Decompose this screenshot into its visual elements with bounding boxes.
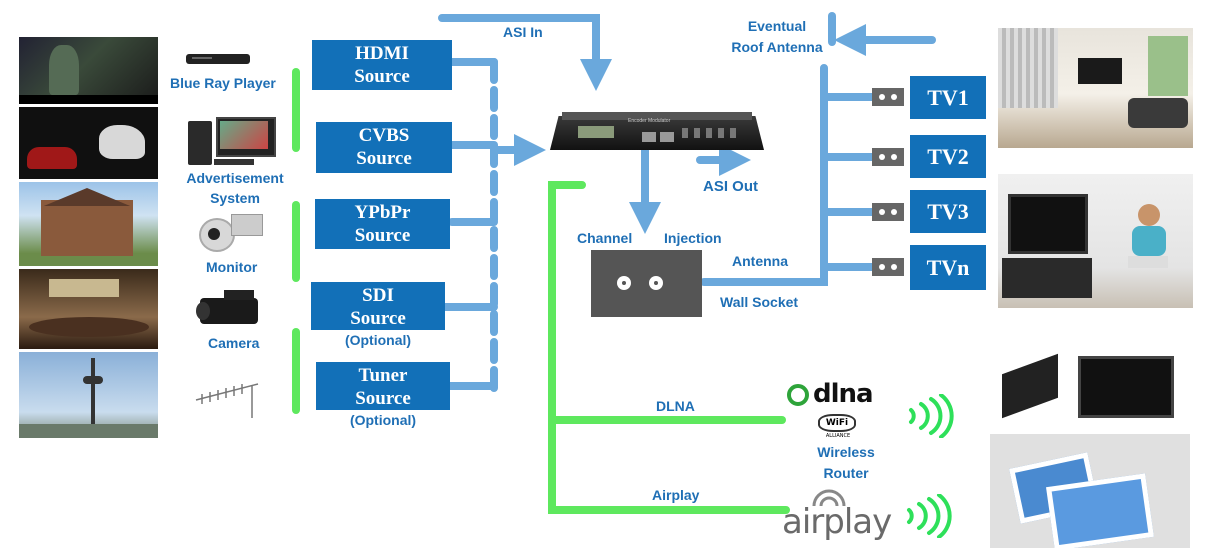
green-trunk-line — [548, 181, 790, 514]
dlna-label: DLNA — [656, 398, 695, 414]
tv3-box: TV3 — [910, 190, 986, 233]
car-horse-photo — [19, 107, 158, 179]
hdmi-source-box: HDMI Source — [312, 40, 452, 90]
wall-socket-box — [591, 250, 702, 317]
channel-label: Channel — [577, 230, 633, 246]
tv2-box: TV2 — [910, 135, 986, 178]
airplay-broadcast-icon — [812, 489, 846, 507]
source-line1: SDI — [362, 285, 394, 306]
source-line2: Source — [354, 225, 411, 246]
yagi-antenna-icon — [195, 383, 259, 418]
movie-scene-photo — [19, 37, 158, 104]
device-label-2: Monitor — [206, 259, 258, 275]
house-photo — [19, 182, 158, 266]
sdi-optional-note: (Optional) — [344, 332, 412, 348]
ypbpr-source-box: YPbPr Source — [315, 199, 450, 249]
wireless-router-label: Wireless Router — [817, 444, 875, 481]
rack-encoder-icon: Encoder Modulator — [550, 108, 764, 150]
tvn-socket-icon — [872, 258, 904, 276]
wifi-logo-text: WiFi — [818, 414, 856, 432]
dlna-wifi-signal-icon — [909, 394, 954, 438]
tuner-source-box: Tuner Source — [316, 362, 450, 410]
airplay-wifi-signal-icon — [907, 494, 952, 538]
wifi-logo: WiFi ALLIANCE — [818, 414, 858, 440]
video-camera-icon — [196, 288, 272, 332]
bluray-player-icon — [186, 54, 250, 68]
woman-tv-room-photo — [998, 174, 1193, 308]
airplay-logo-text: airplay — [782, 502, 892, 542]
source-line1: CVBS — [358, 125, 410, 146]
source-line1: HDMI — [355, 43, 409, 64]
airplay-label: Airplay — [652, 487, 700, 503]
injection-label: Injection — [664, 230, 722, 246]
tv-tower-photo — [19, 352, 158, 438]
laptop-tv-tablets-photo — [990, 350, 1190, 548]
tuner-optional-note: (Optional) — [349, 412, 417, 428]
tv3-socket-icon — [872, 203, 904, 221]
dlna-logo-text: dlna — [813, 379, 874, 409]
device-label-1: Advertisement System — [186, 170, 284, 206]
asi-out-label: ASI Out — [703, 178, 758, 195]
antenna-label: Antenna — [732, 253, 788, 269]
computer-icon — [188, 117, 278, 167]
source-line1: Tuner — [358, 365, 408, 386]
source-line1: YPbPr — [354, 202, 411, 223]
eventual-roof-antenna-label: Eventual Roof Antenna — [731, 18, 823, 55]
tv1-socket-icon — [872, 88, 904, 106]
asi-in-label: ASI In — [503, 24, 543, 40]
wifi-logo-sub: ALLIANCE — [825, 433, 851, 439]
tvn-box: TVn — [910, 245, 986, 290]
source-line2: Source — [355, 388, 411, 409]
socket-to-antenna-line — [700, 64, 828, 286]
source-line2: Source — [356, 148, 412, 169]
encoder-badge: Encoder Modulator — [628, 118, 671, 124]
living-room-photo — [998, 28, 1193, 148]
sdi-source-box: SDI Source — [311, 282, 445, 330]
dlna-logo: dlna — [787, 379, 887, 409]
dome-camera-icon — [195, 210, 267, 254]
asi-in-line — [438, 14, 612, 91]
device-label-3: Camera — [208, 335, 260, 351]
airplay-logo: airplay — [782, 484, 897, 548]
wall-socket-label: Wall Socket — [720, 294, 799, 310]
source-line2: Source — [354, 66, 410, 87]
device-label-0: Blue Ray Player — [170, 75, 276, 91]
tv2-socket-icon — [872, 148, 904, 166]
tv1-box: TV1 — [910, 76, 986, 119]
cvbs-source-box: CVBS Source — [316, 122, 452, 173]
conference-room-photo — [19, 269, 158, 349]
source-line2: Source — [350, 308, 406, 329]
